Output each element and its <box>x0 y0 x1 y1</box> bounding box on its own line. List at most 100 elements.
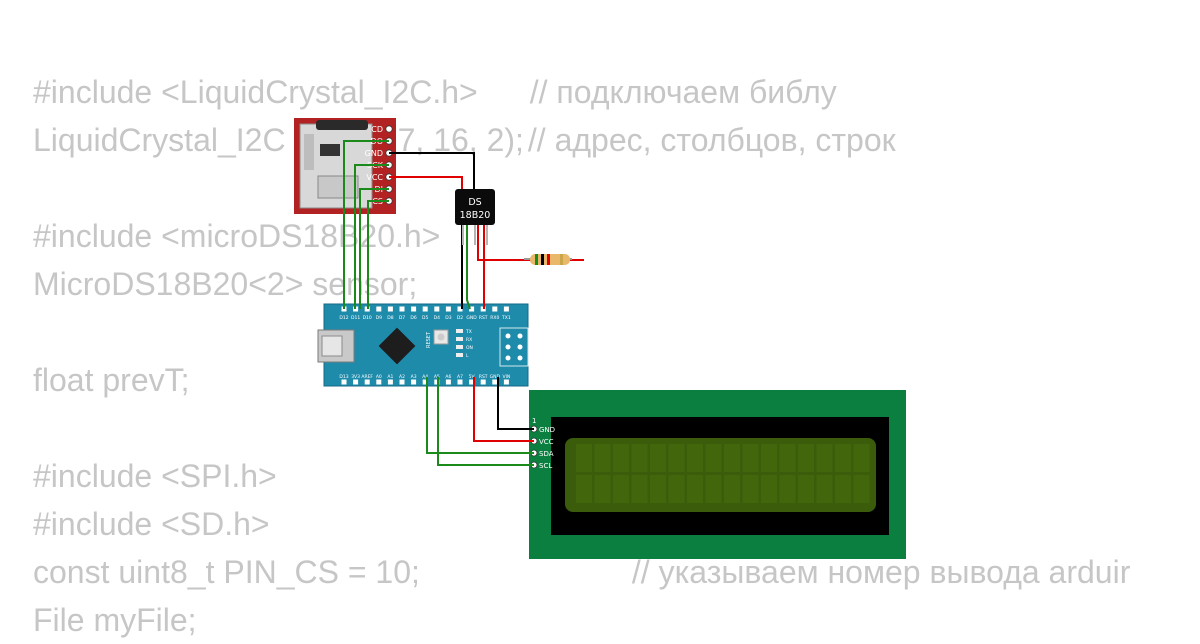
nano-pin-label: D7 <box>399 315 405 321</box>
sd-card-cap <box>316 120 368 130</box>
nano-pin-label: A7 <box>457 374 463 380</box>
code-line: #include <LiquidCrystal_I2C.h>// подключ… <box>33 68 1130 116</box>
led-label: TX <box>465 329 472 335</box>
nano-pin-rst[interactable] <box>480 379 486 385</box>
sd-slot-detail <box>304 134 314 170</box>
nano-pin-d9[interactable] <box>376 306 382 312</box>
lcd-pin-label: GND <box>539 426 555 434</box>
nano-pin-5v[interactable] <box>469 379 475 385</box>
lcd-character-cell <box>835 444 851 472</box>
nano-pin-gnd[interactable] <box>469 306 475 312</box>
wire-sd-sck[interactable] <box>354 164 389 309</box>
lcd-character-cell <box>835 475 851 503</box>
wire-resistor-top[interactable] <box>477 225 584 261</box>
nano-pin-label: D3 <box>445 315 451 321</box>
nano-pin-a5[interactable] <box>434 379 440 385</box>
nano-pin-a4[interactable] <box>422 379 428 385</box>
wire-sd-do[interactable] <box>343 140 389 309</box>
wire-lcd-gnd[interactable] <box>497 377 534 430</box>
lcd-character-cell <box>798 475 814 503</box>
nano-pin-aref[interactable] <box>364 379 370 385</box>
ds18b20-sensor[interactable]: DS 18B20 <box>455 189 495 245</box>
lcd-1602-module[interactable]: 1 GND VCC SDA SCL <box>529 390 906 559</box>
lcd-character-cell <box>594 444 611 472</box>
resistor-band <box>547 254 550 265</box>
nano-pin-gnd[interactable] <box>492 379 498 385</box>
lcd-pin-label: SDA <box>539 450 554 458</box>
wire-sd-vcc[interactable] <box>389 176 463 190</box>
wire-sd-di[interactable] <box>359 188 389 309</box>
code-comment: // адрес, столбцов, строк <box>527 122 896 158</box>
wire-lcd-sda[interactable] <box>426 377 534 454</box>
sensor-leg <box>486 225 488 245</box>
nano-pin-d13[interactable] <box>341 379 347 385</box>
lcd-character-cell <box>631 475 648 503</box>
code-text: float prevT; <box>33 362 190 398</box>
code-text: MicroDS18B20<2> sensor; <box>33 266 418 302</box>
nano-pin-d4[interactable] <box>434 306 440 312</box>
nano-pin-d6[interactable] <box>411 306 417 312</box>
nano-pin-label: A5 <box>434 374 440 380</box>
nano-pin-a2[interactable] <box>399 379 405 385</box>
icsp-pin <box>505 333 511 339</box>
nano-pin-label: A3 <box>411 374 417 380</box>
nano-pin-label: TX1 <box>501 315 511 321</box>
wire-sensor-data[interactable] <box>466 225 471 310</box>
nano-pin-d5[interactable] <box>422 306 428 312</box>
resistor-band <box>535 254 538 265</box>
code-line: MicroDS18B20<2> sensor; <box>33 260 1130 308</box>
nano-pin-vin[interactable] <box>503 379 509 385</box>
lcd-character-cell <box>613 475 629 503</box>
lcd-character-cell <box>816 475 833 503</box>
nano-pin-3v3[interactable] <box>353 379 359 385</box>
wire-lcd-vcc[interactable] <box>473 377 534 442</box>
nano-pin-label: A1 <box>387 374 393 380</box>
nano-pin-d7[interactable] <box>399 306 405 312</box>
sd-pin-hole[interactable] <box>385 125 393 133</box>
nano-pin-label: GND <box>490 374 501 380</box>
lcd-character-cell <box>779 444 796 472</box>
lcd-character-cell <box>853 444 870 472</box>
lcd-character-cell <box>668 444 685 472</box>
reset-button-cap[interactable] <box>437 333 445 341</box>
code-line: #include <SPI.h> <box>33 452 1130 500</box>
sensor-leg <box>462 225 464 245</box>
code-line: const uint8_t PIN_CS = 10;// указываем н… <box>33 548 1130 596</box>
led-on <box>456 345 463 349</box>
led-tx <box>456 329 463 333</box>
nano-pin-label: RX0 <box>490 315 499 321</box>
nano-pin-label: AREF <box>361 374 373 380</box>
code-text: #include <SPI.h> <box>33 458 277 494</box>
lcd-character-cell <box>761 475 777 503</box>
lcd-character-cell <box>650 444 666 472</box>
nano-pin-label: D9 <box>376 315 382 321</box>
wire-sd-gnd[interactable] <box>389 152 475 190</box>
resistor-band <box>541 254 544 265</box>
pullup-resistor[interactable] <box>524 254 572 265</box>
nano-pin-a6[interactable] <box>445 379 451 385</box>
nano-pin-a7[interactable] <box>457 379 463 385</box>
nano-pin-label: 5V <box>469 374 476 380</box>
nano-pin-a0[interactable] <box>376 379 382 385</box>
nano-pin-d2[interactable] <box>457 306 463 312</box>
sensor-label-bottom: 18B20 <box>460 210 491 221</box>
nano-pin-rx0[interactable] <box>492 306 498 312</box>
wire-lcd-scl[interactable] <box>437 377 534 466</box>
lcd-character-cell <box>705 444 722 472</box>
code-text: #include <LiquidCrystal_I2C.h> <box>33 74 478 110</box>
lcd-character-cell <box>724 475 740 503</box>
lcd-character-cell <box>816 444 833 472</box>
nano-pin-a3[interactable] <box>411 379 417 385</box>
nano-pin-tx1[interactable] <box>503 306 509 312</box>
wire-sd-cs[interactable] <box>367 200 389 309</box>
nano-pin-d3[interactable] <box>445 306 451 312</box>
sd-pin[interactable]: CD <box>371 125 393 134</box>
lcd-pin-label: SCL <box>539 462 552 470</box>
nano-pin-a1[interactable] <box>387 379 393 385</box>
nano-pin-d8[interactable] <box>387 306 393 312</box>
sd-pin-label: VCC <box>366 173 383 182</box>
nano-pin-label: D10 <box>363 315 372 321</box>
code-text: #include <microDS18B20.h> <box>33 218 441 254</box>
